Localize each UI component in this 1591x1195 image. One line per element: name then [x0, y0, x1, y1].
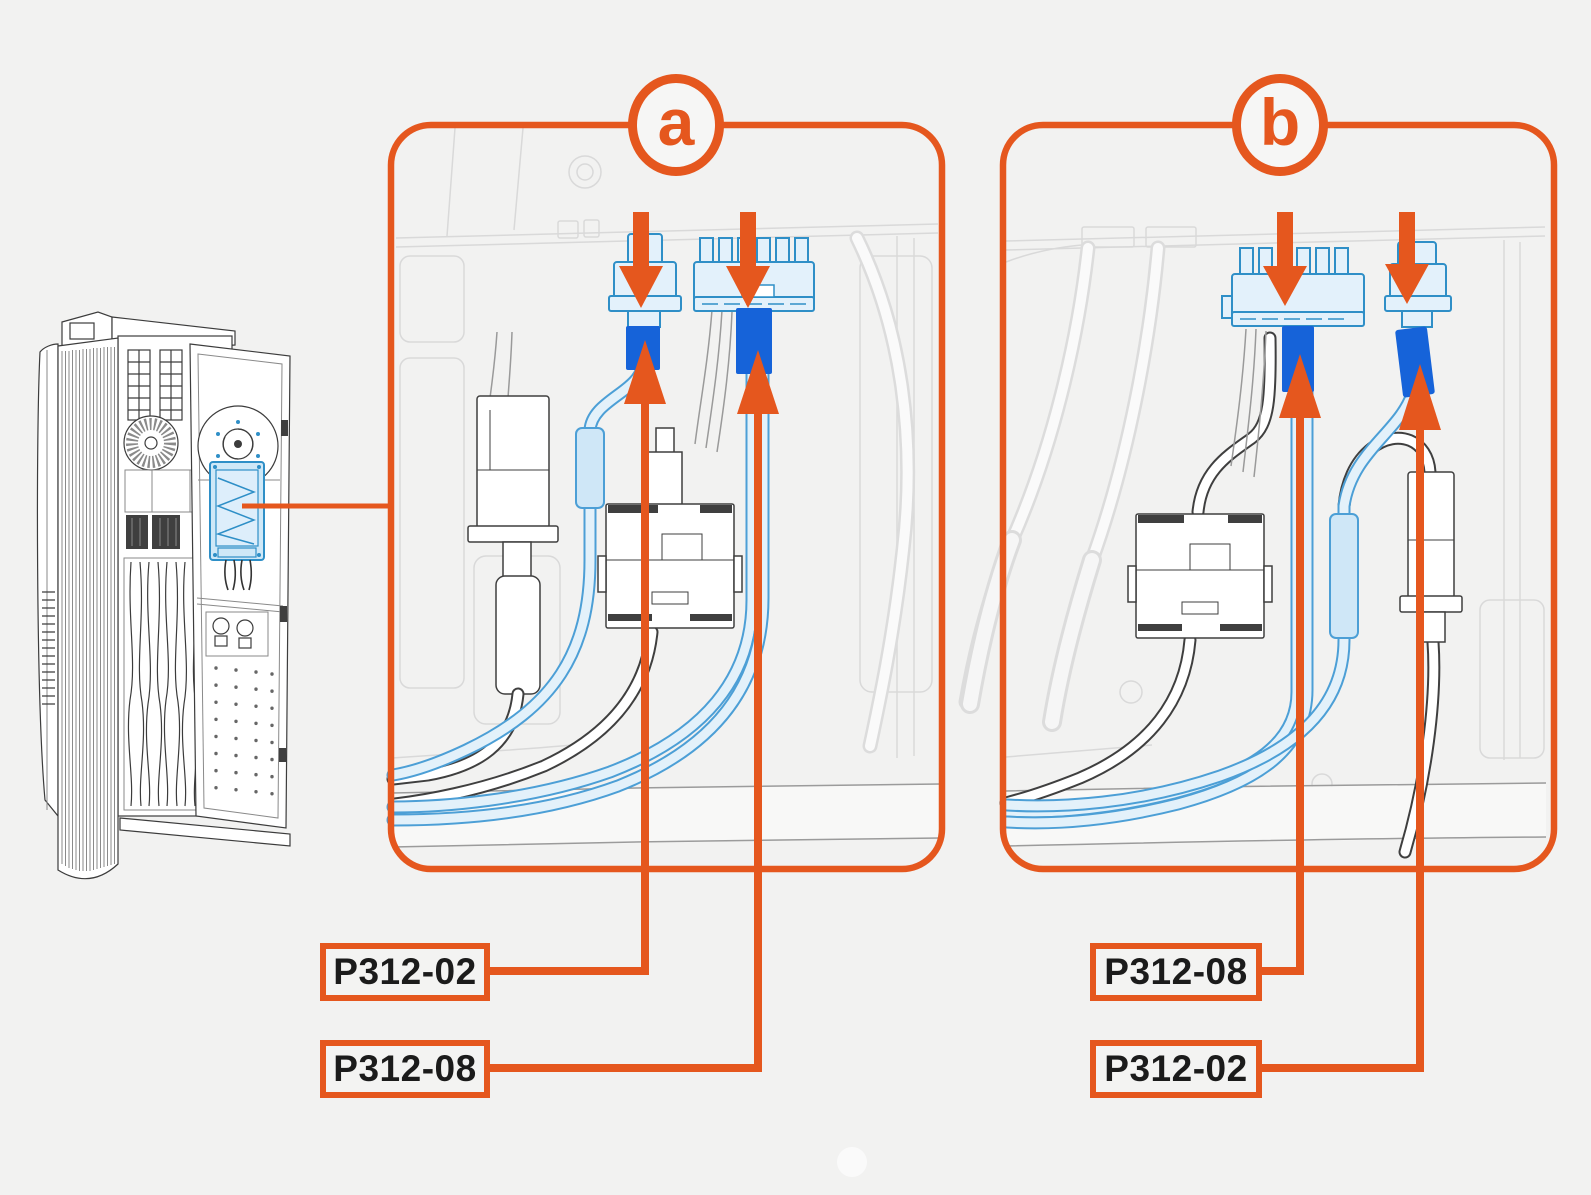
control-board-highlight: [209, 461, 265, 591]
relay-box-b: [999, 513, 1273, 810]
callout-label-p312-02-b: P312-02: [1090, 1040, 1262, 1098]
panel-b-badge: b: [1232, 74, 1328, 176]
panel-a-badge: a: [628, 74, 724, 176]
down-arrow-icon: [619, 212, 770, 308]
highlighted-cables-a: [386, 357, 770, 827]
page-dot: [837, 1147, 867, 1177]
panel-a-artwork: [386, 127, 942, 848]
callout-label-p312-02-a: P312-02: [320, 943, 490, 1001]
machine-illustration: [36, 311, 291, 880]
highlight-plug: [736, 308, 772, 374]
callout-label-p312-08-b: P312-08: [1090, 943, 1262, 1001]
plug-assembly-a: [386, 331, 559, 786]
relay-box-a: [388, 427, 743, 811]
panel-b-artwork: [958, 212, 1547, 859]
callout-label-p312-08-a: P312-08: [320, 1040, 490, 1098]
down-arrow-icon: [1263, 212, 1429, 306]
callout-leader-lines: [490, 340, 1441, 1072]
connector-p312-08-b: [1221, 247, 1365, 392]
